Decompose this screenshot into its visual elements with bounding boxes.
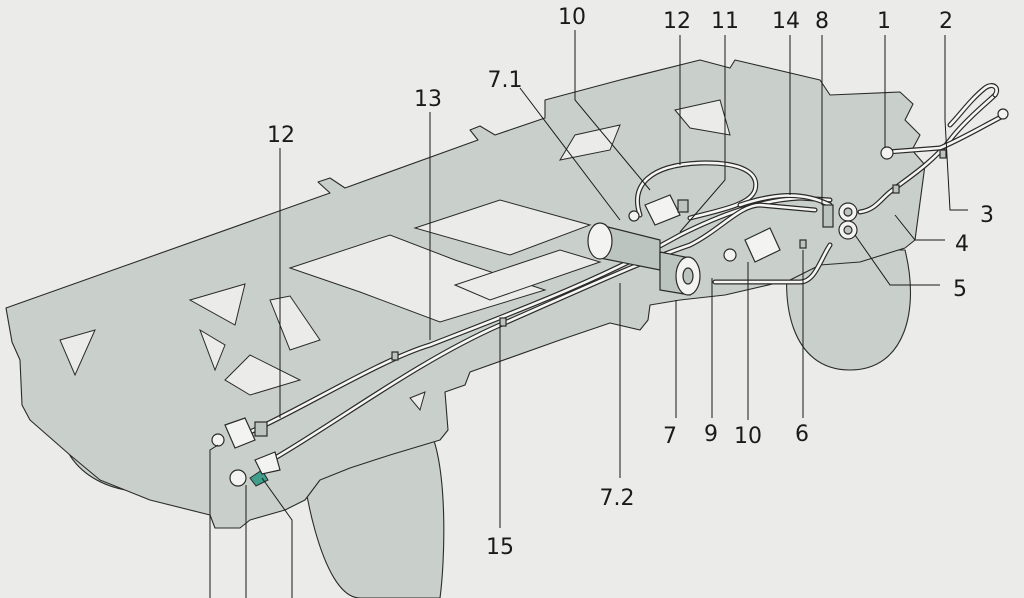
- label-4: 4: [955, 232, 969, 257]
- label-13: 13: [414, 87, 442, 112]
- label-5: 5: [953, 277, 967, 302]
- frame-cutout: [199, 328, 226, 372]
- wheel-cylinder-left: [224, 417, 256, 449]
- label-10-bottom: 10: [734, 424, 762, 449]
- frame-cutout: [413, 199, 592, 256]
- frame-cutout: [224, 354, 302, 396]
- label-14: 14: [772, 9, 800, 34]
- label-12-top: 12: [663, 9, 691, 34]
- front-right-wheel: [786, 249, 911, 371]
- label-2: 2: [939, 9, 953, 34]
- label-12-left: 12: [267, 123, 295, 148]
- frame-cutout: [188, 283, 246, 326]
- label-6: 6: [795, 422, 809, 447]
- fitting-1: [880, 146, 894, 160]
- label-10-top: 10: [558, 5, 586, 30]
- leader-lines: [209, 30, 968, 598]
- pipe-clip: [939, 149, 947, 159]
- frame-cutout: [409, 391, 426, 412]
- pipe-clip: [799, 239, 807, 249]
- label-7: 7: [663, 424, 677, 449]
- valve-10-lower: [744, 227, 781, 263]
- valve-10-upper: [644, 194, 681, 226]
- pipe-clip: [499, 317, 507, 327]
- frame-cutout: [453, 249, 602, 301]
- label-7-2: 7.2: [600, 486, 635, 511]
- pipe-clip: [391, 351, 399, 361]
- label-8: 8: [815, 9, 829, 34]
- label-3: 3: [980, 203, 994, 228]
- pipe-clips: [391, 149, 947, 361]
- fitting-left-lower: [229, 469, 247, 487]
- components: [211, 108, 1009, 487]
- label-9: 9: [704, 422, 718, 447]
- frame-cutout: [59, 329, 96, 377]
- callout-labels: 10 12 11 14 8 1 2 7.1 13 12 3 4 5 7 9 10…: [267, 5, 994, 560]
- frame-cutout: [288, 234, 547, 323]
- brake-pipes: [247, 83, 1008, 461]
- frame-cutout: [269, 295, 321, 351]
- label-7-1: 7.1: [488, 68, 523, 93]
- label-11: 11: [711, 9, 739, 34]
- frame-cutout: [674, 99, 731, 136]
- pipe-clip: [892, 184, 900, 194]
- fitting-2: [997, 108, 1009, 120]
- label-1: 1: [877, 9, 891, 34]
- label-15: 15: [486, 535, 514, 560]
- frame-cutout: [558, 124, 621, 161]
